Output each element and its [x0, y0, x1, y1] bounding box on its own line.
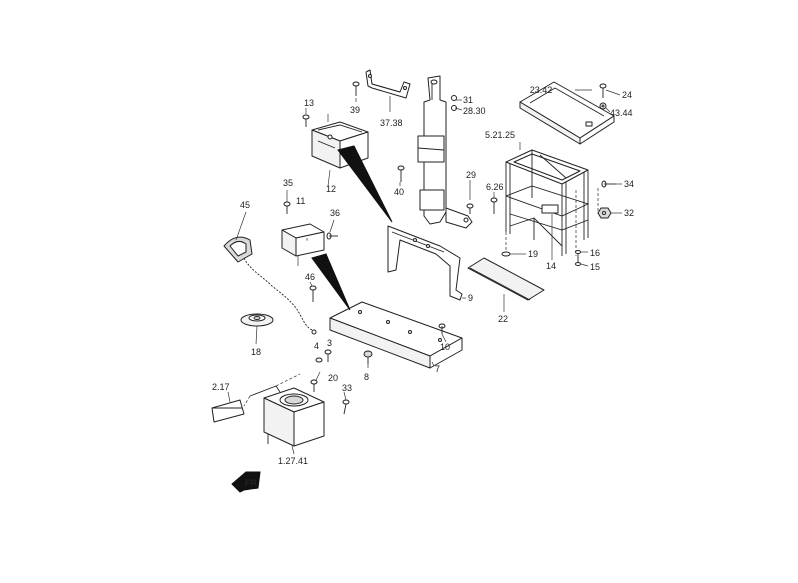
label-23-42: 23.42	[530, 85, 553, 95]
part-39-screw	[352, 81, 360, 96]
part-24-bolt	[599, 83, 607, 98]
label-22: 22	[498, 314, 508, 324]
leader-lines	[227, 89, 622, 455]
front-marker-text: FR	[245, 478, 257, 488]
label-37-38: 37.38	[380, 118, 403, 128]
label-39: 39	[350, 105, 360, 115]
label-14: 14	[546, 261, 556, 271]
part-16-15-screws	[575, 250, 581, 266]
label-13: 13	[304, 98, 314, 108]
part-22-pad	[467, 257, 545, 301]
part-20-screw	[310, 379, 318, 392]
front-arrow-icon: FR	[231, 471, 261, 493]
label-19: 19	[528, 249, 538, 259]
part-40-screw	[397, 165, 405, 182]
part-33-screw	[342, 399, 350, 415]
label-29: 29	[466, 170, 476, 180]
label-4: 4	[314, 341, 319, 351]
label-35: 35	[283, 178, 293, 188]
label-1-27-41: 1.27.41	[278, 456, 308, 466]
part-28-30-vertical-frame	[417, 75, 473, 229]
label-9: 9	[468, 293, 473, 303]
label-45: 45	[240, 200, 250, 210]
part-34-bolt	[601, 180, 616, 188]
part-35-screw	[283, 201, 291, 214]
label-5-21-25: 5.21.25	[485, 130, 515, 140]
label-34: 34	[624, 179, 634, 189]
svg-text:ﾟ: ﾟ	[306, 238, 311, 248]
part-5-21-25-frame-rack	[505, 149, 599, 256]
pointer-wedge-lower	[311, 253, 351, 311]
part-46-screw	[309, 285, 317, 302]
label-12: 12	[326, 184, 336, 194]
part-2-17-plate	[211, 399, 245, 423]
part-13-bolt	[302, 114, 310, 127]
part-10-bolt	[438, 323, 446, 334]
label-16: 16	[590, 248, 600, 258]
pointer-wedge-upper	[337, 145, 393, 223]
label-46: 46	[305, 272, 315, 282]
label-7: 7	[435, 364, 440, 374]
label-32: 32	[624, 208, 634, 218]
label-3: 3	[327, 338, 332, 348]
label-11: 11	[296, 196, 305, 206]
part-6-26-bolt	[490, 197, 498, 214]
part-29-screw	[466, 203, 474, 214]
label-36: 36	[330, 208, 340, 218]
part-31-screw	[451, 95, 457, 111]
part-labels: 13 39 37.38 31 28.30 23.42 24 43.44 5.21…	[212, 85, 634, 466]
label-40: 40	[394, 187, 404, 197]
label-10: 10	[440, 342, 450, 352]
label-6-26: 6.26	[486, 182, 504, 192]
label-24: 24	[622, 90, 632, 100]
part-9-cradle	[387, 225, 463, 301]
label-31: 31	[463, 95, 473, 105]
part-8-bolt	[363, 350, 373, 364]
part-19-washer	[501, 251, 511, 257]
part-3-4-screws	[315, 349, 332, 363]
label-15: 15	[590, 262, 600, 272]
part-43-44-washer	[599, 102, 607, 110]
label-28-30: 28.30	[463, 106, 486, 116]
label-18: 18	[251, 347, 261, 357]
label-2-17: 2.17	[212, 382, 230, 392]
part-36-screw	[326, 232, 338, 240]
part-45-cable	[223, 236, 317, 335]
label-33: 33	[342, 383, 352, 393]
part-7-base-plate	[329, 301, 463, 369]
label-20: 20	[328, 373, 338, 383]
part-1-27-41-housing	[243, 373, 325, 447]
part-23-42-cover-plate	[519, 81, 615, 145]
part-18-grommet	[240, 313, 274, 327]
part-37-38-bracket	[365, 69, 411, 99]
part-11-box: ﾟ	[281, 223, 325, 257]
label-43-44: 43.44	[610, 108, 633, 118]
part-32-nut	[597, 207, 612, 219]
label-8: 8	[364, 372, 369, 382]
